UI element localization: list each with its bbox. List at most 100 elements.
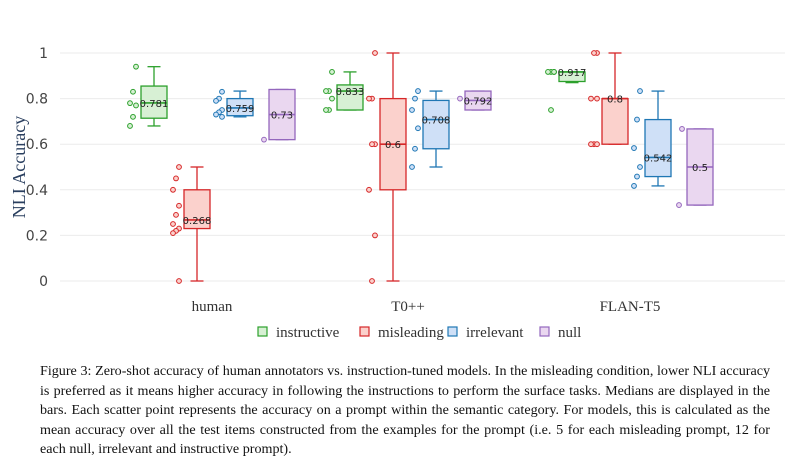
- series-irrelevant: 0.759 0.708 0.542: [213, 88, 672, 189]
- y-tick-label: 0.8: [26, 92, 48, 108]
- legend-label-irrelevant: irrelevant: [466, 325, 524, 341]
- box-iqr: [644, 118, 672, 178]
- box-iqr: [183, 189, 211, 230]
- data-point: [329, 69, 335, 75]
- data-point: [594, 141, 600, 148]
- legend-label-misleading: misleading: [378, 325, 444, 341]
- data-point: [372, 50, 378, 56]
- figure-caption: Figure 3: Zero-shot accuracy of human an…: [40, 363, 770, 458]
- data-point: [213, 111, 219, 118]
- median-label: 0.781: [140, 99, 169, 110]
- data-point: [127, 100, 133, 107]
- data-point: [415, 125, 421, 132]
- data-point: [329, 95, 335, 102]
- legend-swatch-irrelevant: [447, 326, 458, 337]
- data-point: [594, 95, 600, 102]
- box-null-T0++: 0.792: [457, 90, 493, 111]
- data-point: [130, 88, 136, 95]
- data-point: [409, 164, 415, 170]
- data-point: [323, 88, 329, 94]
- data-point: [170, 230, 176, 237]
- data-point: [133, 102, 139, 109]
- data-point: [176, 278, 182, 284]
- series-null: 0.73 0.792 0.5: [261, 88, 714, 208]
- data-point: [634, 116, 640, 123]
- median-label: 0.73: [271, 111, 293, 122]
- y-tick-label: 0.2: [26, 228, 48, 244]
- x-category-label: FLAN-T5: [600, 299, 661, 315]
- data-point: [631, 183, 637, 189]
- data-point: [261, 136, 267, 143]
- median-label: 0.708: [422, 116, 451, 127]
- data-point: [457, 95, 463, 102]
- box-iqr: [422, 99, 450, 150]
- x-category-label: human: [192, 299, 233, 315]
- legend-swatch-instructive: [257, 326, 268, 337]
- data-point: [588, 95, 594, 102]
- box-iqr: [336, 84, 364, 111]
- box-plot-chart: 00.20.40.60.81 NLI Accuracy 0.7810.8330.…: [9, 46, 785, 341]
- data-point: [676, 202, 682, 208]
- median-label: 0.268: [183, 216, 212, 227]
- x-axis-categories: human T0++ FLAN-T5: [192, 299, 661, 315]
- median-label: 0.917: [558, 68, 587, 79]
- data-point: [173, 211, 179, 218]
- data-point: [588, 141, 594, 148]
- data-point: [133, 63, 139, 70]
- data-point: [170, 186, 176, 193]
- data-point: [412, 145, 418, 152]
- data-point: [372, 232, 378, 239]
- box-groups: 0.781 0.833 0.917 0.268 0.6 0.8 0.759 0.708 0.54…: [127, 50, 714, 284]
- series-misleading: 0.268 0.6 0.8: [170, 50, 629, 284]
- data-point: [634, 173, 640, 180]
- box-misleading-human: 0.268: [170, 164, 212, 284]
- x-category-label: T0++: [391, 299, 425, 315]
- data-point: [369, 278, 375, 284]
- data-point: [323, 107, 329, 113]
- box-irrelevant-T0++: 0.708: [409, 88, 451, 170]
- median-label: 0.8: [607, 95, 623, 106]
- data-point: [176, 164, 182, 170]
- box-irrelevant-FLAN-T5: 0.542: [631, 88, 672, 189]
- legend: instructive misleading irrelevant null: [257, 325, 581, 341]
- legend-swatch-misleading: [359, 326, 370, 337]
- legend-label-instructive: instructive: [276, 325, 340, 341]
- y-tick-label: 0.4: [26, 183, 48, 199]
- data-point: [637, 88, 643, 94]
- y-tick-label: 0: [39, 274, 48, 290]
- box-misleading-FLAN-T5: 0.8: [588, 50, 629, 148]
- data-point: [127, 123, 133, 129]
- data-point: [170, 221, 176, 227]
- data-point: [637, 164, 643, 170]
- box-null-FLAN-T5: 0.5: [676, 126, 714, 208]
- median-label: 0.833: [336, 87, 365, 98]
- box-irrelevant-human: 0.759: [213, 88, 255, 120]
- y-tick-label: 0.6: [26, 137, 48, 153]
- y-axis-label: NLI Accuracy: [9, 116, 29, 218]
- median-label: 0.792: [464, 96, 493, 107]
- data-point: [548, 107, 554, 113]
- data-point: [213, 97, 219, 104]
- data-point: [369, 141, 375, 148]
- data-point: [679, 126, 685, 132]
- legend-swatch-null: [539, 326, 550, 337]
- data-point: [173, 175, 179, 182]
- series-instructive: 0.781 0.833 0.917: [127, 63, 587, 129]
- box-iqr: [601, 97, 629, 145]
- median-label: 0.6: [385, 140, 401, 151]
- data-point: [631, 145, 637, 151]
- box-instructive-FLAN-T5: 0.917: [545, 68, 587, 113]
- box-instructive-T0++: 0.833: [323, 69, 365, 113]
- data-point: [415, 88, 421, 94]
- legend-label-null: null: [558, 325, 581, 341]
- y-axis-ticks: 00.20.40.60.81: [26, 46, 48, 290]
- data-point: [219, 88, 225, 95]
- median-label: 0.759: [226, 104, 255, 115]
- data-point: [409, 107, 415, 113]
- data-point: [176, 202, 182, 209]
- data-point: [366, 186, 372, 193]
- data-point: [219, 113, 225, 120]
- data-point: [130, 113, 136, 120]
- data-point: [366, 95, 372, 102]
- data-point: [551, 69, 557, 75]
